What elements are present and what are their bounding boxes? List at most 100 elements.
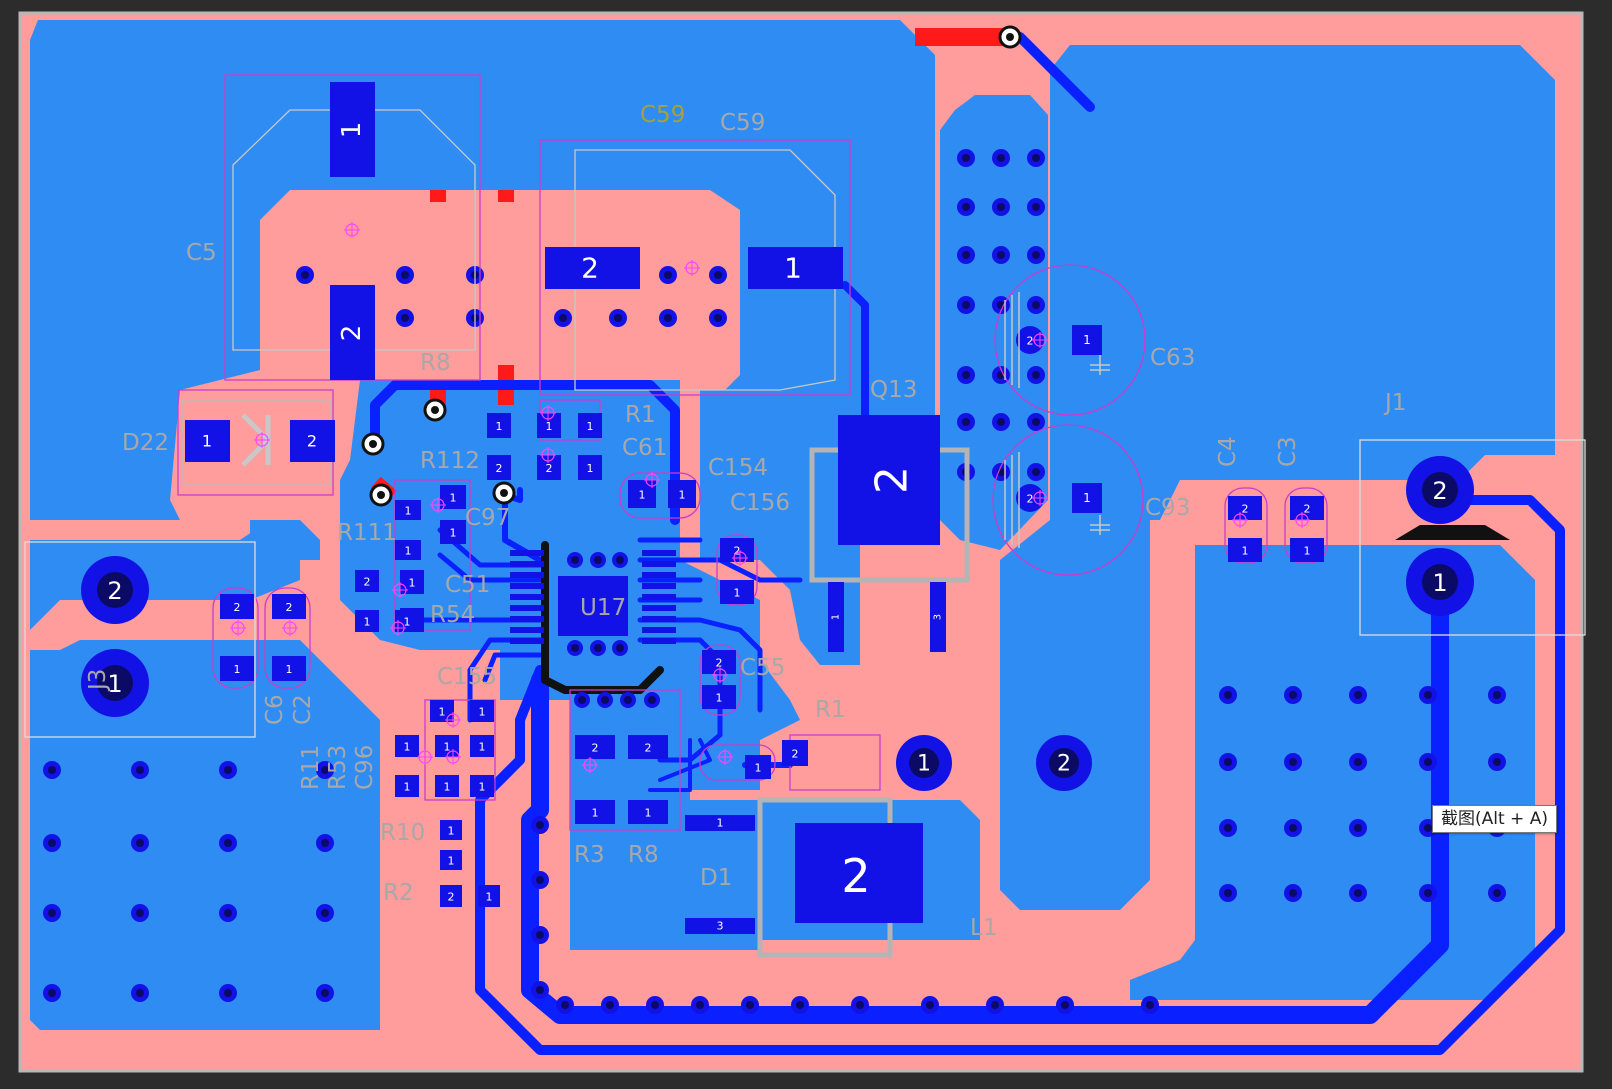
ic-pin: [642, 594, 676, 600]
ic-pin: [642, 616, 676, 622]
svg-text:1: 1: [234, 663, 241, 676]
svg-text:1: 1: [404, 781, 411, 794]
reference-designators: C5 C59 C59 D22 R8 R1 C61 R112 C154 C156 …: [85, 102, 1406, 941]
smd-pad: [702, 650, 736, 674]
svg-text:2: 2: [1027, 335, 1034, 348]
bottom-traces: [370, 32, 1565, 1055]
smd-pad: [220, 594, 254, 619]
svg-text:2: 2: [581, 252, 599, 285]
c59-pad-2: [545, 247, 640, 289]
svg-text:1: 1: [479, 781, 486, 794]
svg-text:1: 1: [1432, 569, 1447, 597]
smd-pad: [395, 610, 419, 632]
svg-text:1: 1: [587, 420, 594, 433]
svg-text:2: 2: [307, 432, 317, 451]
via-grid-pours: [43, 149, 1506, 1002]
svg-text:2: 2: [1027, 493, 1034, 506]
svg-text:1: 1: [404, 741, 411, 754]
smd-pad: [745, 755, 771, 779]
smd-pad: [782, 740, 808, 766]
svg-text:1: 1: [286, 663, 293, 676]
d22-pad-2: [290, 420, 335, 462]
screenshot-tooltip: 截图(Alt + A): [1432, 805, 1557, 833]
svg-text:1: 1: [716, 692, 723, 705]
label-d22: D22: [122, 430, 169, 456]
label-r10: R10: [380, 820, 425, 846]
smd-pad: [440, 520, 466, 544]
smd-pad: [395, 500, 421, 520]
svg-text:2: 2: [1304, 503, 1311, 516]
svg-text:2: 2: [107, 577, 122, 605]
svg-text:1: 1: [448, 855, 455, 868]
label-j3: J3: [85, 669, 111, 692]
svg-text:1: 1: [546, 420, 553, 433]
svg-text:2: 2: [337, 325, 367, 342]
label-c154: C154: [708, 455, 768, 481]
smd-pad: [1228, 538, 1262, 562]
svg-text:2: 2: [546, 462, 553, 475]
svg-text:1: 1: [486, 891, 493, 904]
svg-text:1: 1: [639, 489, 646, 502]
label-r1: R1: [815, 697, 846, 723]
label-c3: C3: [1275, 436, 1301, 467]
smd-pad: [395, 540, 421, 560]
svg-text:2: 2: [496, 462, 503, 475]
ic-pin: [642, 572, 676, 578]
through-hole-pads: 2 1 2 1 1 2 1 2 1 2: [81, 325, 1474, 791]
ic-pin: [642, 605, 676, 611]
label-u17: U17: [580, 595, 626, 621]
svg-text:2: 2: [716, 657, 723, 670]
smd-pad: [355, 610, 379, 632]
label-c51: C51: [445, 572, 490, 598]
svg-text:2: 2: [867, 466, 918, 494]
svg-text:2: 2: [592, 742, 599, 755]
smd-pad: [487, 455, 511, 480]
smd-pad: [470, 775, 494, 797]
smd-pad: [440, 885, 462, 907]
label-c5: C5: [186, 240, 217, 266]
label-c97: C97: [465, 505, 510, 531]
smd-pad: [478, 885, 500, 907]
label-r11: R11: [298, 745, 324, 790]
svg-text:2: 2: [448, 891, 455, 904]
ic-pin: [642, 561, 676, 567]
smd-pad: [668, 480, 696, 508]
label-c155: C155: [437, 664, 497, 690]
label-c6: C6: [262, 694, 288, 725]
d22-pad-1: [185, 420, 230, 462]
large-pads: 1 2 2 1 2 2 1 3 1 3 1 2: [185, 82, 946, 934]
smd-pad: [435, 775, 459, 797]
smd-pad: [395, 775, 419, 797]
label-l1: L1: [970, 915, 997, 941]
svg-text:1: 1: [587, 462, 594, 475]
svg-text:2: 2: [792, 748, 799, 761]
ic-pin: [510, 627, 544, 633]
c5-pad-2: [330, 285, 375, 380]
label-r1-top: R1: [625, 402, 656, 428]
label-r2: R2: [383, 880, 414, 906]
svg-text:1: 1: [734, 587, 741, 600]
svg-text:1: 1: [448, 825, 455, 838]
smd-pad: [1290, 538, 1324, 562]
svg-text:1: 1: [107, 670, 122, 698]
label-r8b: R8: [628, 842, 659, 868]
smd-pad: [272, 656, 306, 681]
polarity-marks: [1004, 292, 1110, 548]
svg-text:1: 1: [405, 505, 412, 518]
label-c96: C96: [352, 745, 378, 790]
ic-pin: [642, 638, 676, 644]
label-c59-b: C59: [720, 110, 765, 136]
smd-pad: [628, 735, 668, 759]
svg-text:1: 1: [479, 741, 486, 754]
svg-text:1: 1: [450, 527, 457, 540]
q13-pad-2: [838, 415, 940, 545]
svg-text:1: 1: [592, 807, 599, 820]
smd-pad: [628, 480, 656, 508]
ic-pin: [510, 572, 544, 578]
svg-text:1: 1: [202, 432, 212, 451]
ic-pin: [642, 627, 676, 633]
smd-pad: [537, 413, 561, 438]
c5-pad-1: [330, 82, 375, 177]
label-r8: R8: [420, 350, 451, 376]
